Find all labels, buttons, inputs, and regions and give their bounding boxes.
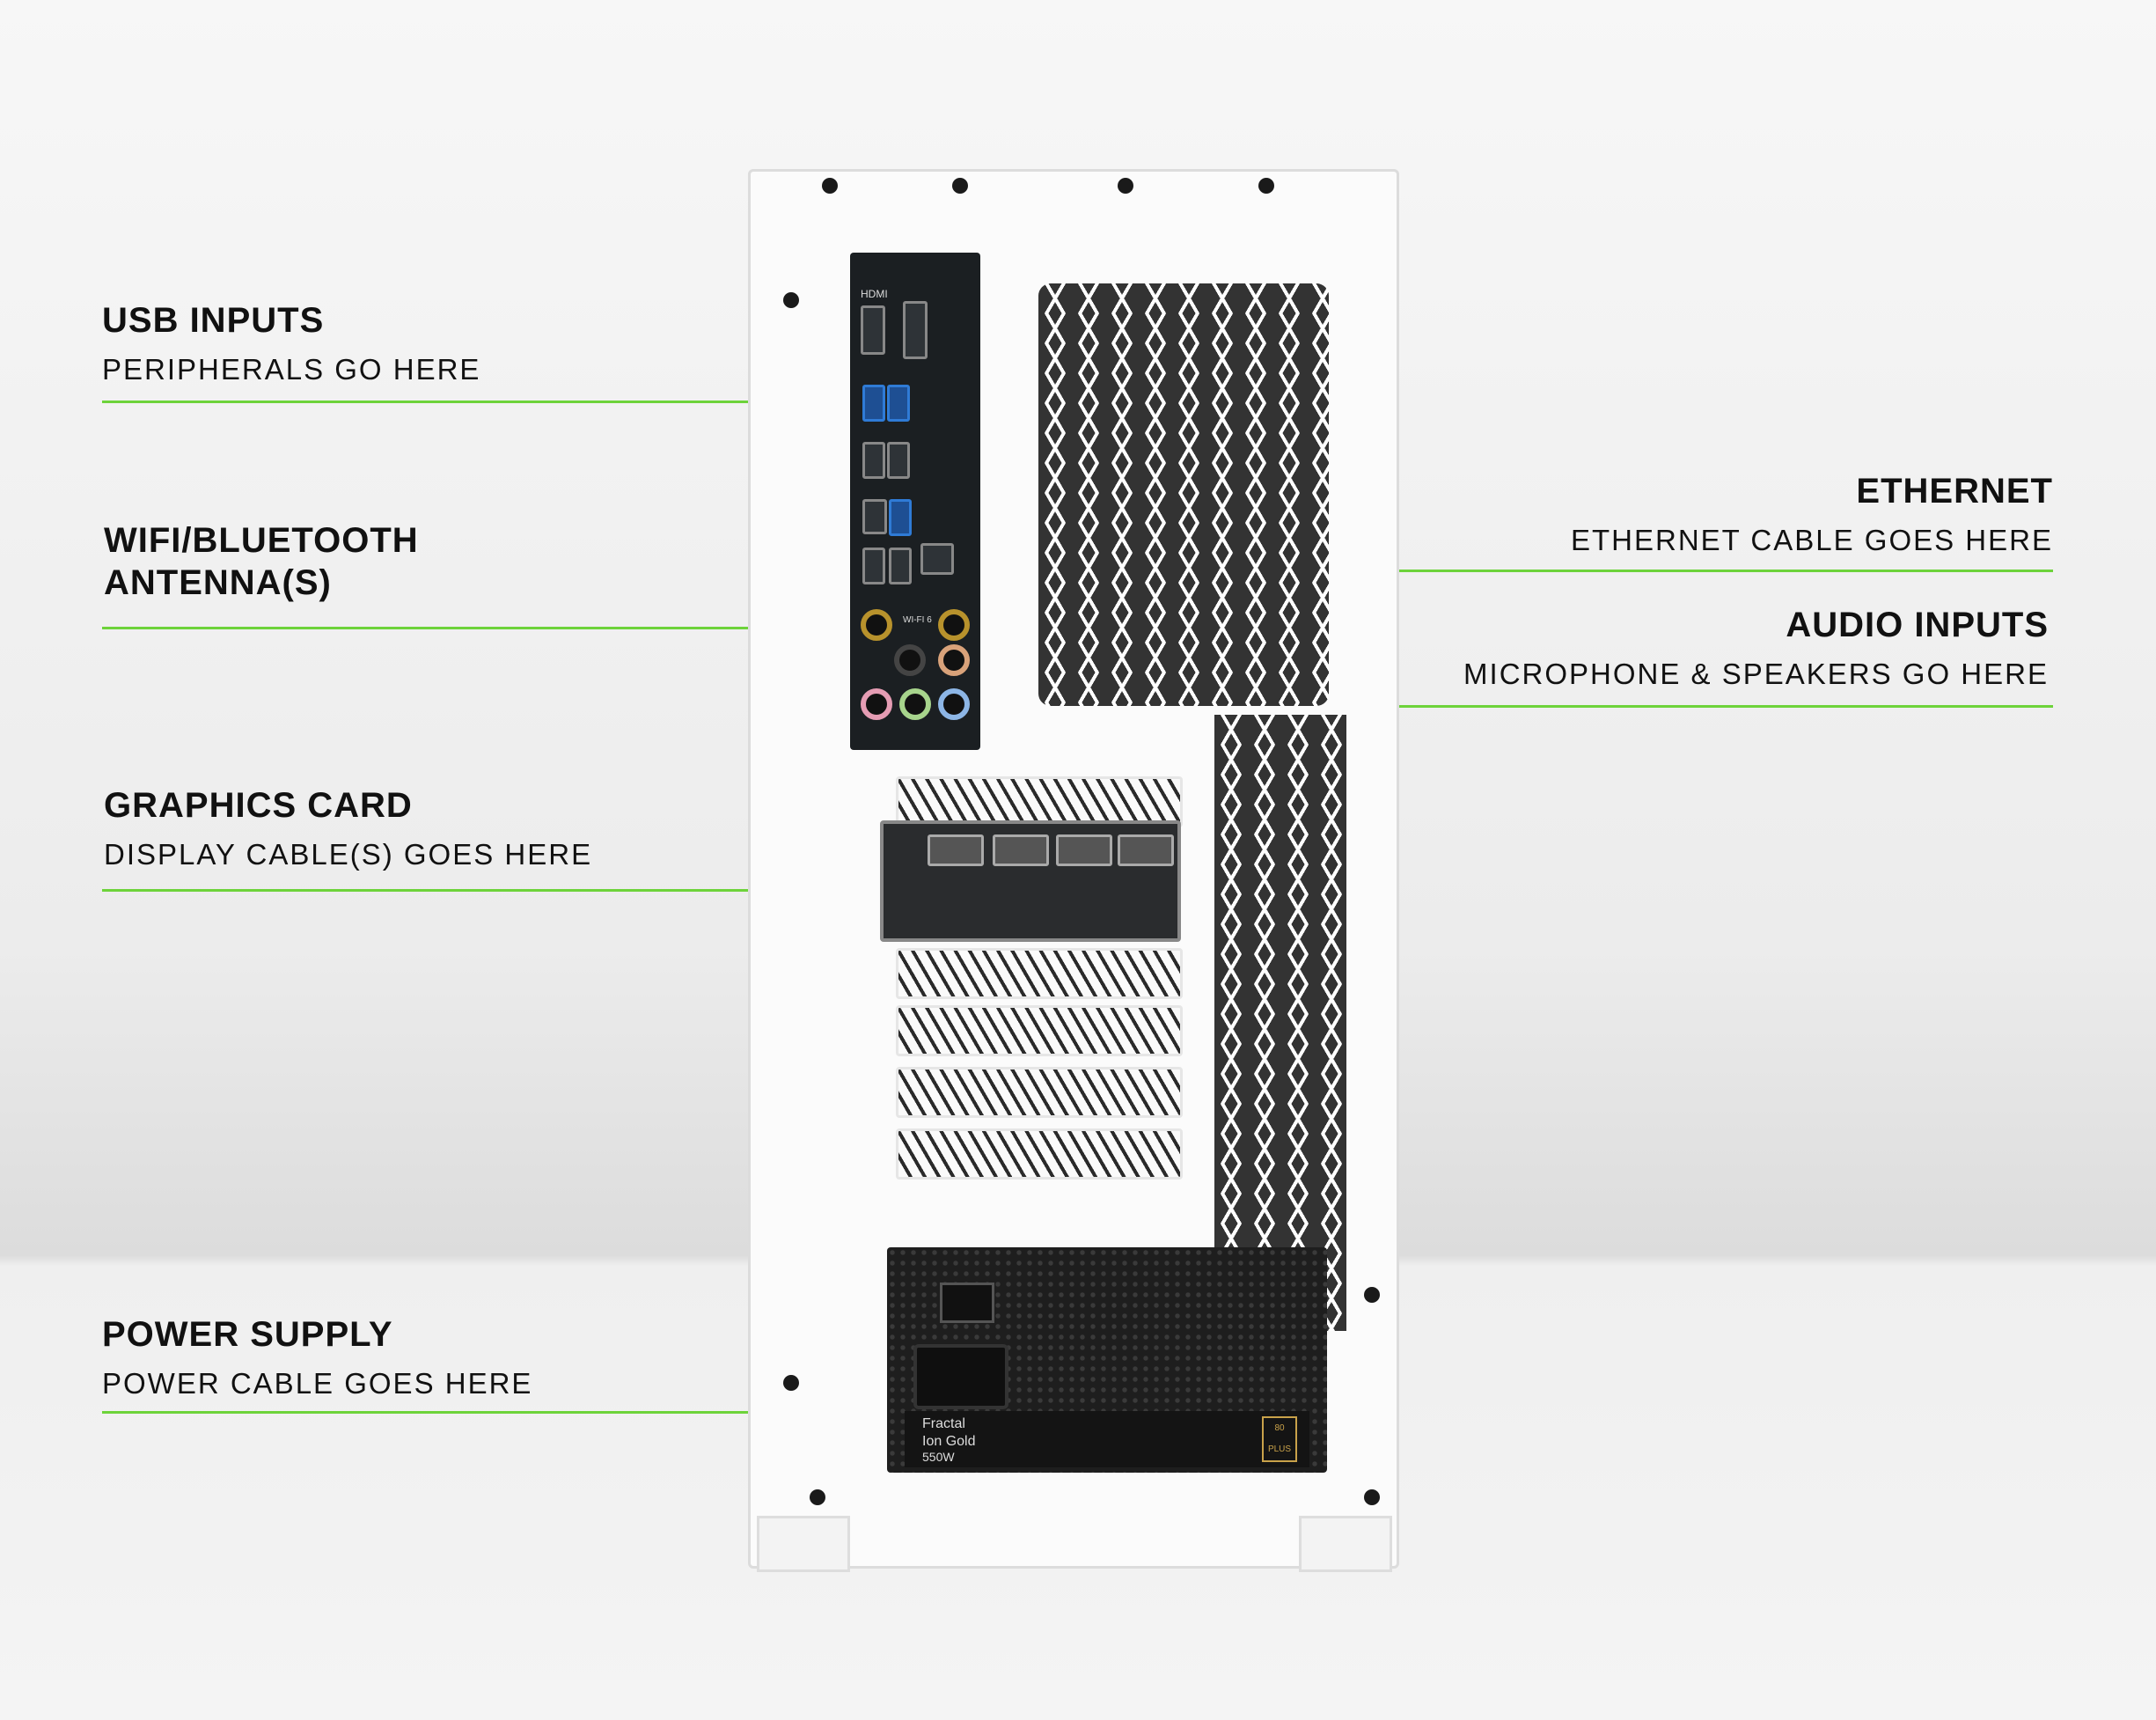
hdmi-label: HDMI <box>861 288 888 300</box>
displayport-port[interactable] <box>903 301 928 359</box>
usb-callout: USB INPUTS PERIPHERALS GO HERE <box>102 299 480 387</box>
power-supply-unit: Fractal Ion Gold 550W 80 PLUS <box>887 1247 1327 1473</box>
psu-label-plate: Fractal Ion Gold 550W 80 PLUS <box>905 1411 1309 1467</box>
gpu-displayport[interactable] <box>1118 834 1174 866</box>
io-shield: HDMI WI-FI 6 <box>850 253 980 750</box>
psu-wattage: 550W <box>922 1450 955 1464</box>
audio-jack-orange[interactable] <box>938 644 970 676</box>
gpu-displayport[interactable] <box>1056 834 1112 866</box>
rear-fan-mesh <box>1038 283 1329 706</box>
case-foot <box>1299 1516 1392 1572</box>
wifi-label: WI-FI 6 <box>903 615 932 625</box>
audio-jack-line-out[interactable] <box>899 688 931 720</box>
case-screw <box>783 1375 799 1391</box>
gpu-displayport[interactable] <box>993 834 1049 866</box>
usb-c-port[interactable] <box>862 499 887 534</box>
pc-case-rear: HDMI WI-FI 6 Frac <box>748 169 1399 1572</box>
expansion-slot-cover <box>896 1005 1183 1056</box>
psu-brand: Fractal <box>922 1416 965 1431</box>
power-switch[interactable] <box>940 1283 994 1323</box>
case-foot <box>757 1516 850 1572</box>
hdmi-port[interactable] <box>861 305 885 355</box>
wifi-callout-title-line1: WIFI/BLUETOOTH <box>104 521 419 560</box>
graphics-callout-subtitle: DISPLAY CABLE(S) GOES HERE <box>104 838 593 871</box>
antenna-connector[interactable] <box>938 609 970 641</box>
power-cable-socket[interactable] <box>913 1344 1008 1409</box>
audio-jack-mic[interactable] <box>861 688 892 720</box>
side-vent-mesh <box>1214 715 1346 1331</box>
expansion-slot-cover <box>896 948 1183 999</box>
expansion-slot-cover <box>896 1128 1183 1180</box>
expansion-slot-cover <box>896 1067 1183 1118</box>
usb-pointer-line <box>102 401 866 403</box>
ethernet-pointer-line <box>933 570 2053 572</box>
graphics-callout-title: GRAPHICS CARD <box>104 786 413 825</box>
ethernet-port[interactable] <box>920 543 954 575</box>
psu-model: Ion Gold <box>922 1434 976 1449</box>
graphics-card-bracket <box>880 820 1181 942</box>
graphics-callout: GRAPHICS CARD DISPLAY CABLE(S) GOES HERE <box>104 784 592 872</box>
case-screw <box>783 292 799 308</box>
ethernet-callout: ETHERNET ETHERNET CABLE GOES HERE <box>1571 470 2053 558</box>
case-screw <box>822 178 838 194</box>
power-callout-title: POWER SUPPLY <box>102 1315 393 1354</box>
case-screw <box>810 1489 825 1505</box>
audio-optical-jack[interactable] <box>894 644 926 676</box>
usb-port[interactable] <box>889 499 912 536</box>
psu-80plus-badge: 80 PLUS <box>1262 1416 1297 1462</box>
usb-callout-title: USB INPUTS <box>102 301 325 340</box>
audio-callout: AUDIO INPUTS MICROPHONE & SPEAKERS GO HE… <box>1463 604 2049 692</box>
case-screw <box>952 178 968 194</box>
ethernet-callout-subtitle: ETHERNET CABLE GOES HERE <box>1570 524 2053 556</box>
wifi-pointer-line <box>102 627 880 629</box>
usb-port[interactable] <box>887 442 910 479</box>
audio-callout-title: AUDIO INPUTS <box>1786 606 2049 644</box>
power-callout: POWER SUPPLY POWER CABLE GOES HERE <box>102 1313 532 1401</box>
case-screw <box>1118 178 1133 194</box>
usb-port[interactable] <box>862 442 885 479</box>
case-screw <box>1258 178 1274 194</box>
gpu-hdmi-port[interactable] <box>928 834 984 866</box>
wifi-callout-title-line2: ANTENNA(S) <box>104 563 332 602</box>
audio-callout-subtitle: MICROPHONE & SPEAKERS GO HERE <box>1463 658 2049 690</box>
case-screw <box>1364 1489 1380 1505</box>
ethernet-callout-title: ETHERNET <box>1856 472 2053 511</box>
usb-port[interactable] <box>862 548 885 584</box>
usb-port[interactable] <box>887 385 910 422</box>
audio-pointer-line <box>950 705 2053 708</box>
usb-callout-subtitle: PERIPHERALS GO HERE <box>102 353 481 386</box>
usb-port[interactable] <box>889 548 912 584</box>
wifi-callout: WIFI/BLUETOOTH ANTENNA(S) <box>104 519 419 604</box>
audio-jack-line-in[interactable] <box>938 688 970 720</box>
graphics-pointer-line <box>102 889 876 892</box>
case-screw <box>1364 1287 1380 1303</box>
antenna-connector[interactable] <box>861 609 892 641</box>
usb-port[interactable] <box>862 385 885 422</box>
power-pointer-line <box>102 1411 850 1414</box>
power-callout-subtitle: POWER CABLE GOES HERE <box>102 1367 533 1400</box>
